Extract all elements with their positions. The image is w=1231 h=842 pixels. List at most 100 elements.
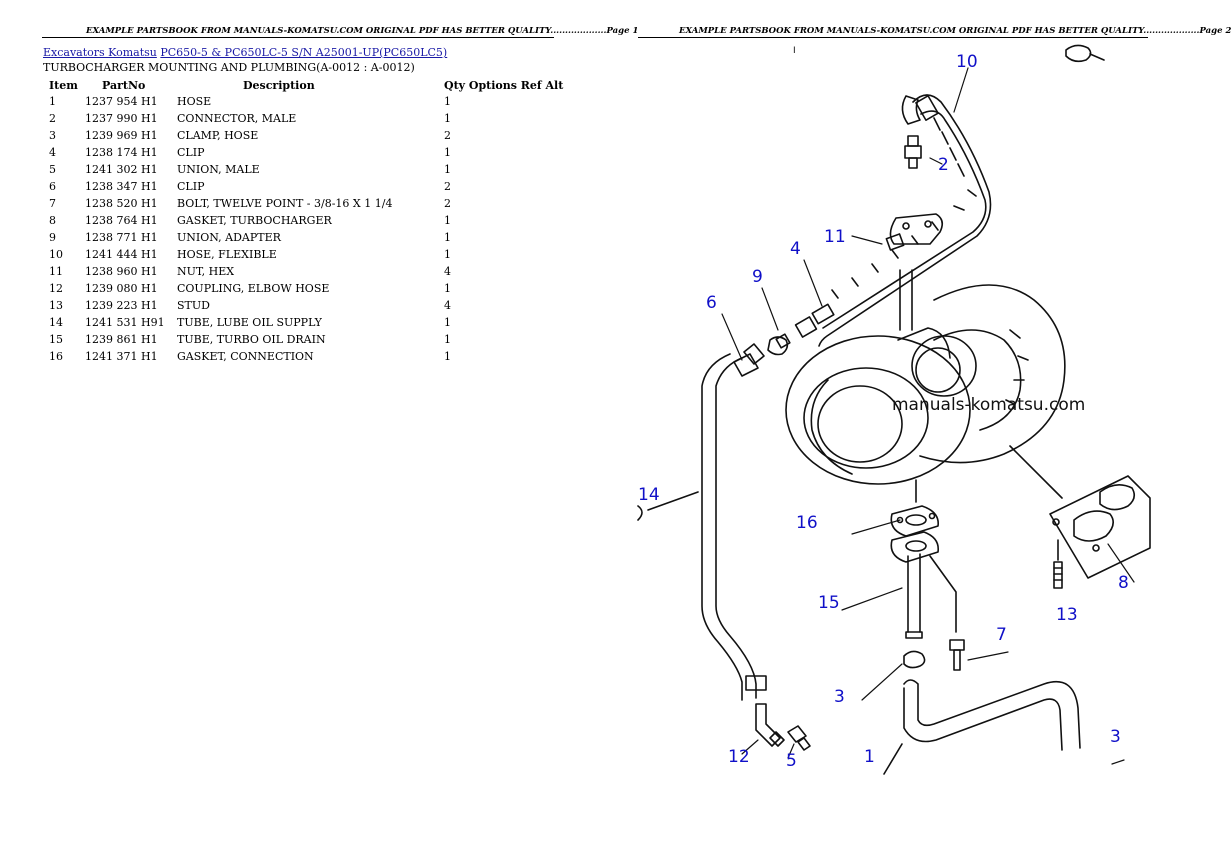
cell-qty: 4 (444, 299, 451, 312)
union-adapter-drawing (767, 303, 835, 356)
page1-header-rule (42, 37, 554, 38)
cell-qty: 1 (444, 333, 451, 346)
connection-gasket-drawing (890, 505, 939, 537)
turbocharger-gasket-drawing (1009, 445, 1151, 579)
col-item-header: Item (49, 78, 78, 92)
cell-item: 4 (49, 146, 56, 159)
table-row: 4 1238 174 H1 CLIP 1 (43, 144, 564, 161)
page2-header: EXAMPLE PARTSBOOK FROM MANUALS-KOMATSU.C… (679, 26, 1231, 36)
cell-partno: 1241 371 H1 (85, 350, 158, 363)
cell-description: TUBE, LUBE OIL SUPPLY (177, 316, 322, 329)
cell-partno: 1238 174 H1 (85, 146, 158, 159)
hose-clamp-drawing (903, 650, 926, 669)
cell-qty: 1 (444, 163, 451, 176)
table-row: 2 1237 990 H1 CONNECTOR, MALE 1 (43, 110, 564, 127)
cell-description: CLAMP, HOSE (177, 129, 259, 142)
cell-partno: 1238 520 H1 (85, 197, 158, 210)
cell-qty: 1 (444, 231, 451, 244)
section-title: TURBOCHARGER MOUNTING AND PLUMBING(A-001… (43, 61, 415, 74)
cell-qty: 1 (444, 112, 451, 125)
callout-5: 5 (786, 751, 797, 771)
cell-description: GASKET, CONNECTION (177, 350, 314, 363)
callout-7: 7 (996, 625, 1007, 645)
callout-3b: 3 (1110, 727, 1121, 747)
cell-description: COUPLING, ELBOW HOSE (177, 282, 330, 295)
cell-partno: 1239 861 H1 (85, 333, 158, 346)
cell-item: 15 (49, 333, 63, 346)
cell-partno: 1237 990 H1 (85, 112, 158, 125)
cell-item: 2 (49, 112, 56, 125)
cell-description: CLIP (177, 180, 205, 193)
cell-description: STUD (177, 299, 210, 312)
col-description-header: Description (243, 78, 315, 92)
table-row: 15 1239 861 H1 TUBE, TURBO OIL DRAIN 1 (43, 331, 564, 348)
cell-qty: 2 (444, 129, 451, 142)
cell-item: 6 (49, 180, 56, 193)
cell-qty: 1 (444, 350, 451, 363)
cell-partno: 1239 223 H1 (85, 299, 158, 312)
diagram-watermark: manuals-komatsu.com (892, 395, 1085, 415)
cell-description: HOSE, FLEXIBLE (177, 248, 277, 261)
cell-partno: 1241 302 H1 (85, 163, 158, 176)
male-union-drawing (787, 725, 811, 751)
cell-description: UNION, MALE (177, 163, 260, 176)
cell-qty: 2 (444, 180, 451, 193)
cell-qty: 1 (444, 248, 451, 261)
cell-item: 14 (49, 316, 63, 329)
cell-partno: 1238 347 H1 (85, 180, 158, 193)
flexible-hose-drawing (818, 94, 992, 347)
cell-item: 3 (49, 129, 56, 142)
cell-qty: 1 (444, 214, 451, 227)
stud-drawing (1053, 539, 1063, 589)
cell-description: CLIP (177, 146, 205, 159)
callout-15: 15 (818, 593, 840, 613)
cell-qty: 4 (444, 265, 451, 278)
cell-item: 5 (49, 163, 56, 176)
hose-drawing (883, 679, 1081, 775)
parts-table: Item PartNo Description Qty Options Ref … (43, 77, 564, 365)
twelve-point-bolt-drawing (949, 639, 965, 671)
elbow-coupling-drawing (755, 703, 785, 747)
diagram-tick-mark: I (793, 46, 796, 56)
breadcrumb-category-link[interactable]: Excavators Komatsu (43, 46, 157, 59)
turbocharger-diagram: I manuals-komatsu.com 10 2 11 4 9 6 14 1… (637, 44, 1151, 775)
callout-9: 9 (752, 267, 763, 287)
callout-4: 4 (790, 239, 801, 259)
callout-10: 10 (956, 52, 978, 72)
table-row: 3 1239 969 H1 CLAMP, HOSE 2 (43, 127, 564, 144)
callout-8: 8 (1118, 573, 1129, 593)
callout-2: 2 (938, 155, 949, 175)
cell-partno: 1237 954 H1 (85, 95, 158, 108)
turbocharger-drawing (785, 269, 1066, 503)
cell-partno: 1239 969 H1 (85, 129, 158, 142)
cell-description: UNION, ADAPTER (177, 231, 281, 244)
callout-12: 12 (728, 747, 750, 767)
cell-qty: 1 (444, 282, 451, 295)
callout-14: 14 (638, 485, 660, 505)
breadcrumb: Excavators Komatsu PC650-5 & PC650LC-5 S… (43, 46, 447, 59)
cell-item: 13 (49, 299, 63, 312)
cell-qty: 1 (444, 146, 451, 159)
callout-13: 13 (1056, 605, 1078, 625)
cell-item: 7 (49, 197, 56, 210)
cell-item: 11 (49, 265, 63, 278)
cell-description: CONNECTOR, MALE (177, 112, 297, 125)
mounting-bracket-drawing (885, 213, 944, 251)
hose-clamp-top-drawing (1065, 44, 1105, 63)
callout-6: 6 (706, 293, 717, 313)
col-partno-header: PartNo (102, 78, 146, 92)
cell-partno: 1238 771 H1 (85, 231, 158, 244)
page2-header-rule (638, 37, 1148, 38)
cell-item: 1 (49, 95, 56, 108)
cell-description: GASKET, TURBOCHARGER (177, 214, 332, 227)
cell-qty: 2 (444, 197, 451, 210)
cell-description: TUBE, TURBO OIL DRAIN (177, 333, 326, 346)
breadcrumb-model-link[interactable]: PC650-5 & PC650LC-5 S/N A25001-UP(PC650L… (160, 46, 448, 59)
cell-item: 16 (49, 350, 63, 363)
